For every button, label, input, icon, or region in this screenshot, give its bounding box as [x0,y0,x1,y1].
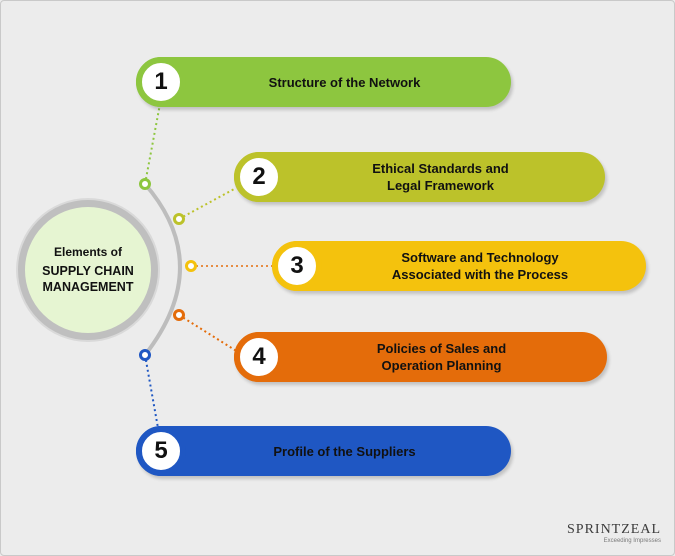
logo-name: SPRINTZEAL [567,522,661,537]
element-number-2: 2 [234,152,284,202]
element-pill-4: 4 Policies of Sales and Operation Planni… [234,332,607,382]
element-pill-5: 5 Profile of the Suppliers [136,426,511,476]
element-label-4: Policies of Sales and Operation Planning [376,341,507,373]
element-label-5: Profile of the Suppliers [273,443,416,459]
element-pill-3: 3 Software and Technology Associated wit… [272,241,646,291]
brand-logo: SPRINTZEAL Exceeding Impresses [567,522,661,544]
element-label-1: Structure of the Network [268,74,421,90]
node-3 [185,260,197,272]
element-pill-1: 1 Structure of the Network [136,57,511,107]
element-number-4: 4 [234,332,284,382]
element-number-3: 3 [272,241,322,291]
node-1 [139,178,151,190]
node-5 [139,349,151,361]
center-circle: Elements of SUPPLY CHAIN MANAGEMENT [18,200,158,340]
connector-5 [144,354,159,429]
center-title: SUPPLY CHAIN MANAGEMENT [42,264,134,294]
element-pill-2: 2 Ethical Standards and Legal Framework [234,152,605,202]
element-number-5: 5 [136,426,186,476]
arc-connector [143,182,182,357]
element-label-3: Software and Technology Associated with … [391,250,569,282]
connector-4 [178,314,239,353]
center-subtitle: Elements of [53,245,122,259]
node-4 [173,309,185,321]
element-label-2: Ethical Standards and Legal Framework [372,161,509,193]
connector-1 [144,103,161,185]
element-number-1: 1 [136,57,186,107]
node-2 [173,213,185,225]
logo-tagline: Exceeding Impresses [603,538,661,544]
connector-2 [178,187,237,220]
